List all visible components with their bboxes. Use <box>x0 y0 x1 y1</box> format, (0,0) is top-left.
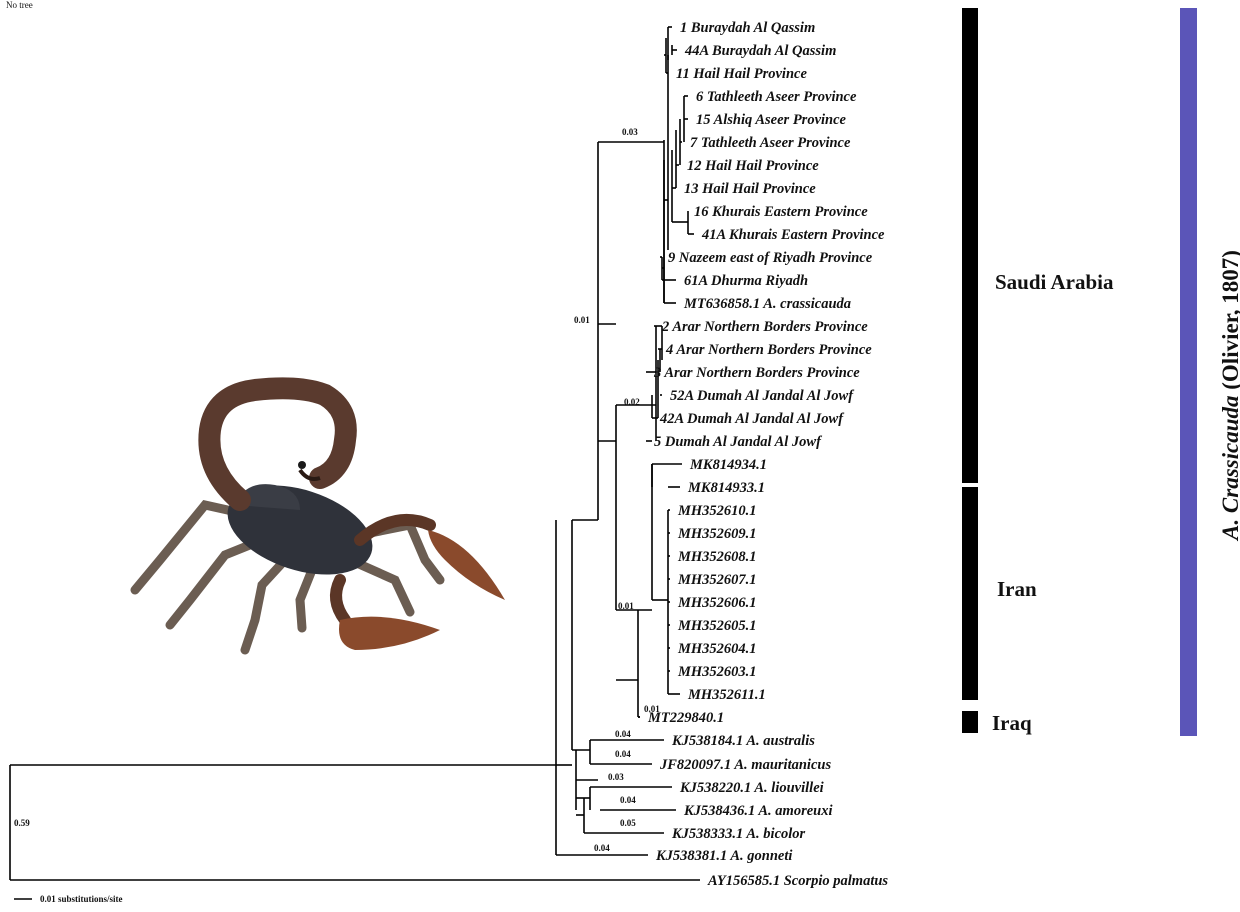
leaf-label: 2 Arar Northern Borders Province <box>661 319 868 335</box>
leaf-label: KJ538184.1 A. australis <box>671 733 815 749</box>
leaf-label: MH352604.1 <box>677 641 757 657</box>
support-value: 0.01 <box>644 704 660 714</box>
scorpion-icon <box>135 388 505 650</box>
support-value: 0.03 <box>622 127 638 137</box>
leaf-label: 44A Buraydah Al Qassim <box>684 43 836 59</box>
species-label: A. Crassicauda (Olivier, 1807) <box>1218 250 1240 542</box>
leaf-label: 1 Buraydah Al Qassim <box>680 20 815 36</box>
leaf-label: MK814933.1 <box>687 480 765 496</box>
group-label-iran: Iran <box>997 577 1037 601</box>
leaf-label: JF820097.1 A. mauritanicus <box>659 757 831 773</box>
leaf-label: 9 Nazeem east of Riyadh Province <box>668 250 873 266</box>
leaf-label: KJ538436.1 A. amoreuxi <box>683 803 833 819</box>
leaf-label: 15 Alshiq Aseer Province <box>696 112 847 128</box>
support-value: 0.59 <box>14 818 30 828</box>
species-bar <box>1180 8 1197 736</box>
group-label-saudi-arabia: Saudi Arabia <box>995 270 1114 294</box>
support-value: 0.04 <box>615 729 631 739</box>
species-name: A. Crassicauda <box>1218 396 1240 542</box>
leaf-label: MT636858.1 A. crassicauda <box>683 296 851 312</box>
leaf-label: MH352606.1 <box>677 595 757 611</box>
leaf-label: 11 Hail Hail Province <box>676 66 807 82</box>
leaf-label: MH352611.1 <box>687 687 766 703</box>
leaf-label: 42A Dumah Al Jandal Al Jowf <box>659 411 845 427</box>
leaf-label: 12 Hail Hail Province <box>687 158 819 174</box>
support-value: 0.01 <box>618 601 634 611</box>
leaf-label: 7 Tathleeth Aseer Province <box>690 135 851 151</box>
support-value: 0.02 <box>624 397 640 407</box>
support-value: 0.04 <box>615 749 631 759</box>
support-value: 0.04 <box>594 843 610 853</box>
leaf-labels: 1 Buraydah Al Qassim 44A Buraydah Al Qass… <box>647 20 888 889</box>
support-value: 0.05 <box>620 818 636 828</box>
leaf-label: 16 Khurais Eastern Province <box>694 204 868 220</box>
support-values: 0.03 0.01 0.02 0.01 0.01 0.04 0.04 0.03 … <box>14 127 660 853</box>
species-authority: (Olivier, 1807) <box>1218 250 1240 395</box>
leaf-label: 52A Dumah Al Jandal Al Jowf <box>670 388 855 404</box>
leaf-label: KJ538333.1 A. bicolor <box>671 826 806 842</box>
leaf-label: KJ538381.1 A. gonneti <box>655 848 792 864</box>
saudi-arabia-bar <box>962 8 978 483</box>
leaf-label: KJ538220.1 A. liouvillei <box>679 780 824 796</box>
header-note: No tree <box>6 0 33 10</box>
leaf-label: 3 Arar Northern Borders Province <box>653 365 860 381</box>
leaf-label: MH352609.1 <box>677 526 757 542</box>
support-value: 0.04 <box>620 795 636 805</box>
leaf-label: MH352603.1 <box>677 664 757 680</box>
scale-bar-label: 0.01 substitutions/site <box>40 894 123 904</box>
tree-branches <box>10 27 700 880</box>
leaf-label: 61A Dhurma Riyadh <box>684 273 808 289</box>
iran-bar <box>962 487 978 700</box>
leaf-label: 13 Hail Hail Province <box>684 181 816 197</box>
group-label-iraq: Iraq <box>992 711 1032 735</box>
leaf-label: MH352610.1 <box>677 503 757 519</box>
leaf-label: MH352607.1 <box>677 572 757 588</box>
leaf-label: 4 Arar Northern Borders Province <box>665 342 872 358</box>
leaf-label: AY156585.1 Scorpio palmatus <box>707 873 888 889</box>
scale-bar: 0.01 substitutions/site <box>14 894 123 904</box>
support-value: 0.01 <box>574 315 590 325</box>
leaf-label: MK814934.1 <box>689 457 767 473</box>
leaf-label: 5 Dumah Al Jandal Al Jowf <box>654 434 823 450</box>
support-value: 0.03 <box>608 772 624 782</box>
leaf-label: 41A Khurais Eastern Province <box>701 227 885 243</box>
leaf-label: MH352605.1 <box>677 618 757 634</box>
iraq-bar <box>962 711 978 733</box>
leaf-label: MH352608.1 <box>677 549 757 565</box>
leaf-label: 6 Tathleeth Aseer Province <box>696 89 857 105</box>
